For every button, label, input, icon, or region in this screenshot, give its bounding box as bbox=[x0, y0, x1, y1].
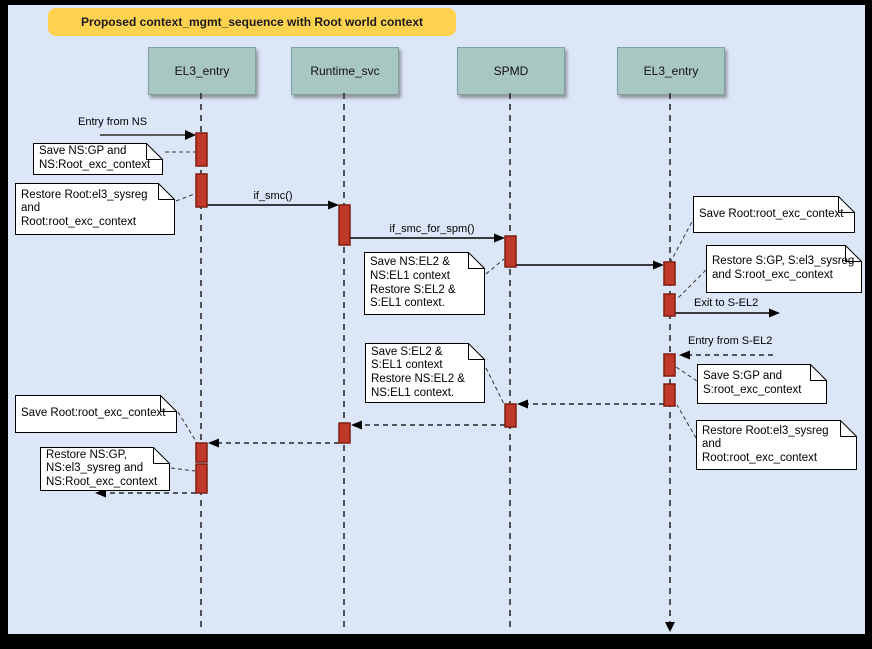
return-spmd-to-runtime-arrow-icon bbox=[351, 420, 362, 430]
message-label-if-smc-for-spm: if_smc_for_spm() bbox=[389, 223, 475, 235]
activation-bar bbox=[663, 261, 676, 286]
message-label-entry-from-ns: Entry from NS bbox=[78, 116, 148, 128]
activation-bar bbox=[195, 173, 208, 208]
note-outline bbox=[15, 395, 177, 433]
activation-bar bbox=[663, 383, 676, 407]
note-text: Restore Root:el3_sysreg and Root:root_ex… bbox=[702, 424, 829, 464]
note-text: Save S:EL2 & S:EL1 context Restore NS:EL… bbox=[371, 345, 465, 399]
note-connector bbox=[170, 467, 196, 472]
note-text: Save NS:GP and NS:Root_exc_context bbox=[39, 145, 151, 171]
note-connector bbox=[177, 411, 198, 444]
note-text: Save Root:root_exc_context bbox=[699, 207, 844, 220]
message-exit-to-sel2-arrow-icon bbox=[769, 308, 780, 318]
note-connector bbox=[485, 367, 505, 405]
note-text: Restore NS:GP, NS:el3_sysreg and NS:Root… bbox=[46, 448, 158, 488]
activation-bar bbox=[195, 132, 208, 167]
note-outline bbox=[365, 343, 485, 403]
lifeline-head-el3-entry-right: EL3_entry bbox=[617, 47, 725, 95]
message-spmd-to-el3-arrow-icon bbox=[653, 260, 664, 270]
message-entry-from-sel2-arrow-icon bbox=[679, 350, 690, 360]
note-restore-root-sysreg: Restore Root:el3_sysreg and Root:root_ex… bbox=[15, 183, 175, 235]
note-text: Save S:GP and S:root_exc_context bbox=[703, 370, 802, 396]
note-outline bbox=[696, 420, 857, 470]
note-save-ns-gp: Save NS:GP and NS:Root_exc_context bbox=[33, 143, 163, 175]
note-outline bbox=[40, 447, 170, 491]
message-label-entry-from-sel2: Entry from S-EL2 bbox=[688, 335, 773, 347]
activation-bar bbox=[195, 463, 208, 494]
note-connector bbox=[675, 366, 698, 382]
note-text: Save Root:root_exc_context bbox=[21, 407, 166, 420]
note-save-root-exc-left: Save Root:root_exc_context bbox=[15, 395, 177, 433]
diagram-canvas: Proposed context_mgmt_sequence with Root… bbox=[8, 5, 865, 634]
message-if-smc-arrow-icon bbox=[328, 200, 339, 210]
return-el3-to-spmd-arrow-icon bbox=[517, 399, 528, 409]
note-text: Save NS:EL2 & NS:EL1 context Restore S:E… bbox=[370, 256, 456, 310]
note-outline bbox=[706, 245, 862, 293]
return-runtime-to-el3-arrow-icon bbox=[208, 438, 219, 448]
note-outline bbox=[697, 364, 827, 404]
diagram-lines-layer bbox=[95, 93, 780, 632]
note-restore-ns-gp: Restore NS:GP, NS:el3_sysreg and NS:Root… bbox=[40, 447, 170, 491]
message-label-exit-to-sel2: Exit to S-EL2 bbox=[694, 297, 759, 309]
note-restore-root-sysreg-right: Restore Root:el3_sysreg and Root:root_ex… bbox=[696, 420, 857, 470]
activation-bar bbox=[338, 204, 351, 246]
lifeline-head-el3-entry-left: EL3_entry bbox=[148, 47, 256, 95]
note-outline bbox=[33, 143, 163, 175]
note-connector bbox=[677, 269, 707, 299]
note-connector bbox=[676, 404, 697, 439]
message-if-smc-for-spm-arrow-icon bbox=[494, 233, 505, 243]
note-outline bbox=[364, 252, 485, 315]
activation-bar bbox=[504, 235, 517, 268]
note-restore-s-gp: Restore S:GP, S:el3_sysreg and S:root_ex… bbox=[706, 245, 862, 293]
note-spmd-save-ns-el2: Save NS:EL2 & NS:EL1 context Restore S:E… bbox=[364, 252, 485, 315]
note-text: Restore S:GP, S:el3_sysreg and S:root_ex… bbox=[712, 255, 855, 281]
note-save-s-gp: Save S:GP and S:root_exc_context bbox=[697, 364, 827, 404]
lifeline-head-spmd: SPMD bbox=[457, 47, 565, 95]
note-connector bbox=[670, 215, 696, 262]
note-outline bbox=[15, 183, 175, 235]
diagram-title: Proposed context_mgmt_sequence with Root… bbox=[48, 8, 456, 36]
note-connector bbox=[175, 192, 198, 202]
activation-bar bbox=[338, 422, 351, 444]
activation-bar bbox=[195, 442, 208, 463]
note-spmd-save-s-el2: Save S:EL2 & S:EL1 context Restore NS:EL… bbox=[365, 343, 485, 403]
note-connector bbox=[485, 258, 505, 275]
activation-bar bbox=[504, 403, 517, 428]
message-entry-from-ns-arrow-icon bbox=[185, 130, 196, 140]
note-outline bbox=[693, 196, 855, 233]
note-text: Restore Root:el3_sysreg and Root:root_ex… bbox=[21, 188, 148, 228]
lifeline-end-arrow-icon bbox=[665, 622, 675, 632]
activation-bar bbox=[663, 353, 676, 377]
lifeline-head-runtime-svc: Runtime_svc bbox=[291, 47, 399, 95]
note-save-root-exc-right: Save Root:root_exc_context bbox=[693, 196, 855, 233]
message-label-if-smc: if_smc() bbox=[253, 190, 293, 202]
activation-bar bbox=[663, 293, 676, 317]
